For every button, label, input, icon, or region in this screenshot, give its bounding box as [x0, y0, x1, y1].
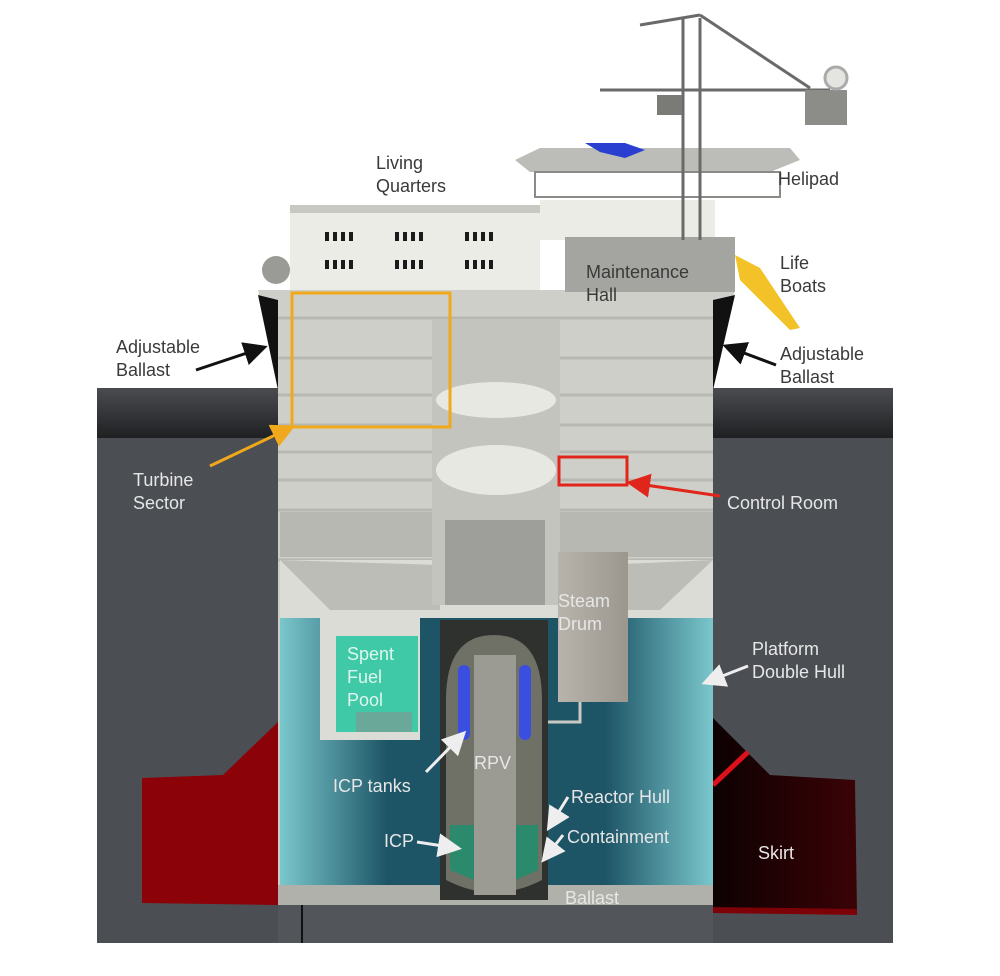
steam-drum	[515, 552, 628, 724]
label-icp: ICP	[384, 831, 415, 851]
label-turbine-sector: Turbine Sector	[133, 470, 194, 513]
label-helipad: Helipad	[778, 169, 840, 189]
label-control-room: Control Room	[727, 493, 839, 513]
label-steam-drum: Steam Drum	[558, 591, 611, 634]
label-adjustable-ballast-right: Adjustable Ballast	[780, 344, 865, 387]
label-reactor-hull: Reactor Hull	[571, 787, 671, 807]
label-icp-tanks: ICP tanks	[333, 776, 411, 796]
label-spent-fuel-pool: Spent Fuel Pool	[347, 644, 395, 710]
living-quarters	[262, 205, 540, 290]
skirt-right	[711, 718, 858, 915]
spent-fuel-pool	[320, 618, 420, 740]
annotation-arrows	[195, 342, 777, 863]
label-maintenance-hall: Maintenance Hall	[586, 262, 690, 305]
maintenance-hall	[540, 200, 735, 292]
lifeboat-icon	[735, 255, 800, 330]
label-ballast: Ballast	[565, 888, 620, 908]
turbine-sector-box	[290, 291, 452, 429]
label-living-quarters: Living Quarters	[376, 153, 447, 196]
label-rpv: RPV	[474, 753, 512, 773]
label-life-boats: Life Boats	[780, 253, 827, 296]
skirt-left	[142, 722, 278, 905]
label-containment: Containment	[567, 827, 670, 847]
label-adjustable-ballast-left: Adjustable Ballast	[116, 337, 201, 380]
label-platform-double-hull: Platform Double Hull	[752, 639, 846, 682]
crane	[600, 13, 849, 240]
helipad	[515, 143, 800, 198]
label-skirt: Skirt	[758, 843, 794, 863]
control-room-box	[557, 455, 629, 487]
helicopter-icon	[585, 143, 645, 158]
